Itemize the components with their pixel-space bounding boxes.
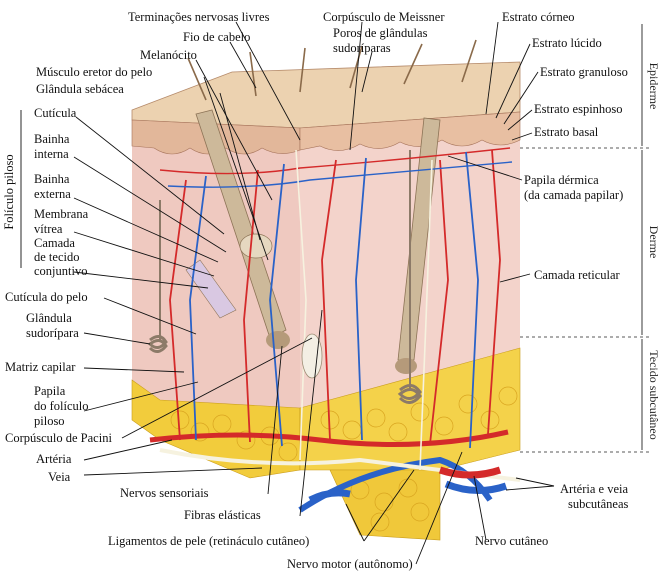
label-papila-foliculo-3: piloso bbox=[34, 414, 65, 428]
label-bainha-interna-2: interna bbox=[34, 147, 69, 161]
label-terminacoes-nervosas-livres: Terminações nervosas livres bbox=[128, 10, 270, 24]
label-fio-de-cabelo: Fio de cabelo bbox=[183, 30, 250, 44]
label-matriz-capilar: Matriz capilar bbox=[5, 360, 76, 374]
label-melanocito: Melanócito bbox=[140, 48, 197, 62]
label-veia: Veia bbox=[48, 470, 71, 484]
label-papila-foliculo-2: do folículo bbox=[34, 399, 89, 413]
label-nervos-sensoriais: Nervos sensoriais bbox=[120, 486, 209, 500]
label-cuticula: Cutícula bbox=[34, 106, 77, 120]
label-camada-2: de tecido bbox=[34, 250, 79, 264]
label-musculo-eretor: Músculo eretor do pelo bbox=[36, 65, 152, 79]
side-label-tecido-subcutaneo: Tecido subcutâneo bbox=[647, 350, 661, 439]
side-label-epiderme: Epiderme bbox=[647, 63, 661, 110]
label-estrato-espinhoso: Estrato espinhoso bbox=[534, 102, 623, 116]
label-estrato-granuloso: Estrato granuloso bbox=[540, 65, 628, 79]
label-papila-foliculo-1: Papila bbox=[34, 384, 66, 398]
label-arteria-veia-sub-1: Artéria e veia bbox=[560, 482, 628, 496]
label-camada-reticular: Camada reticular bbox=[534, 268, 621, 282]
label-corpusculo-meissner: Corpúsculo de Meissner bbox=[323, 10, 445, 24]
label-nervo-cutaneo: Nervo cutâneo bbox=[475, 534, 548, 548]
label-glandula-sudoripara-2: sudorípara bbox=[26, 326, 79, 340]
label-papila-dermica-1: Papila dérmica bbox=[524, 173, 599, 187]
skin-block-illustration bbox=[132, 40, 520, 540]
label-estrato-lucido: Estrato lúcido bbox=[532, 36, 602, 50]
label-papila-dermica-2: (da camada papilar) bbox=[524, 188, 623, 202]
label-foliculo-piloso: Folículo piloso bbox=[2, 154, 16, 229]
label-membrana-2: vítrea bbox=[34, 222, 63, 236]
label-membrana-1: Membrana bbox=[34, 207, 89, 221]
label-glandula-sebacea: Glândula sebácea bbox=[36, 82, 124, 96]
label-poros-glandulas-1: Poros de glândulas bbox=[333, 26, 428, 40]
label-glandula-sudoripara-1: Glândula bbox=[26, 311, 72, 325]
label-camada-1: Camada bbox=[34, 236, 75, 250]
label-poros-glandulas-2: sudoríparas bbox=[333, 41, 391, 55]
label-bainha-externa-2: externa bbox=[34, 187, 71, 201]
label-nervo-motor: Nervo motor (autônomo) bbox=[287, 557, 413, 571]
label-bainha-interna-1: Bainha bbox=[34, 132, 70, 146]
label-corpusculo-pacini: Corpúsculo de Pacini bbox=[5, 431, 112, 445]
label-estrato-basal: Estrato basal bbox=[534, 125, 599, 139]
label-camada-3: conjuntivo bbox=[34, 264, 87, 278]
label-fibras-elasticas: Fibras elásticas bbox=[184, 508, 261, 522]
label-estrato-corneo: Estrato córneo bbox=[502, 10, 575, 24]
label-arteria: Artéria bbox=[36, 452, 72, 466]
label-arteria-veia-sub-2: subcutâneas bbox=[568, 497, 629, 511]
label-cuticula-do-pelo: Cutícula do pelo bbox=[5, 290, 88, 304]
label-ligamentos-de-pele: Ligamentos de pele (retináculo cutâneo) bbox=[108, 534, 309, 548]
side-label-derme: Derme bbox=[647, 226, 661, 259]
label-bainha-externa-1: Bainha bbox=[34, 172, 70, 186]
labels-right: Estrato córneo Estrato lúcido Estrato gr… bbox=[502, 10, 628, 282]
